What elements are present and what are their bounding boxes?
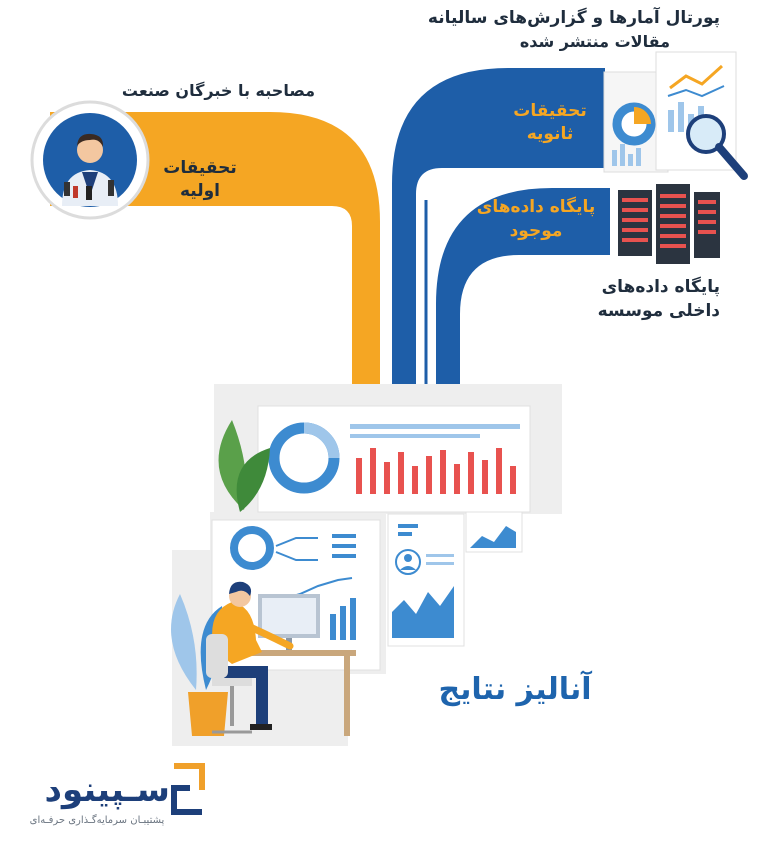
analysis-title: آنالیز نتایج [438,672,592,707]
businessman-microphones-icon [30,100,150,220]
report-magnifier-icon [603,51,748,180]
dashboard-panels [172,384,562,746]
server-rack-icon [618,184,720,264]
existing-database-label-line1: پایگاه داده‌های [476,197,596,217]
primary-research-label-line1: تحقیقات [163,158,237,178]
secondary-research-band [392,68,605,385]
portal-reports-label-line1: پورتال آمارها و گزارش‌های سالیانه [427,8,720,28]
secondary-research-label-line2: ثانویه [526,124,574,144]
analyst-at-desk-icon [206,581,356,736]
existing-database-band [436,188,610,385]
internal-database-label-line1: پایگاه داده‌های [601,277,720,297]
internal-database-label-line2: داخلی موسسه [597,301,720,321]
logo-name: سـپینود [44,770,170,810]
published-articles-label: مقالات منتشر شده [519,32,670,51]
secondary-research-label-line1: تحقیقات [513,101,587,121]
expert-interview-label: مصاحبه با خبرگان صنعت [121,81,315,100]
primary-research-label-line2: اولیه [179,181,221,201]
logo-tagline: پشتیبـان سرمایه‌گـذاری حرفـه‌ای [29,815,165,826]
existing-database-label-line2: موجود [509,221,563,241]
sepinod-logo-icon [171,763,205,815]
band-stripe [416,174,605,385]
